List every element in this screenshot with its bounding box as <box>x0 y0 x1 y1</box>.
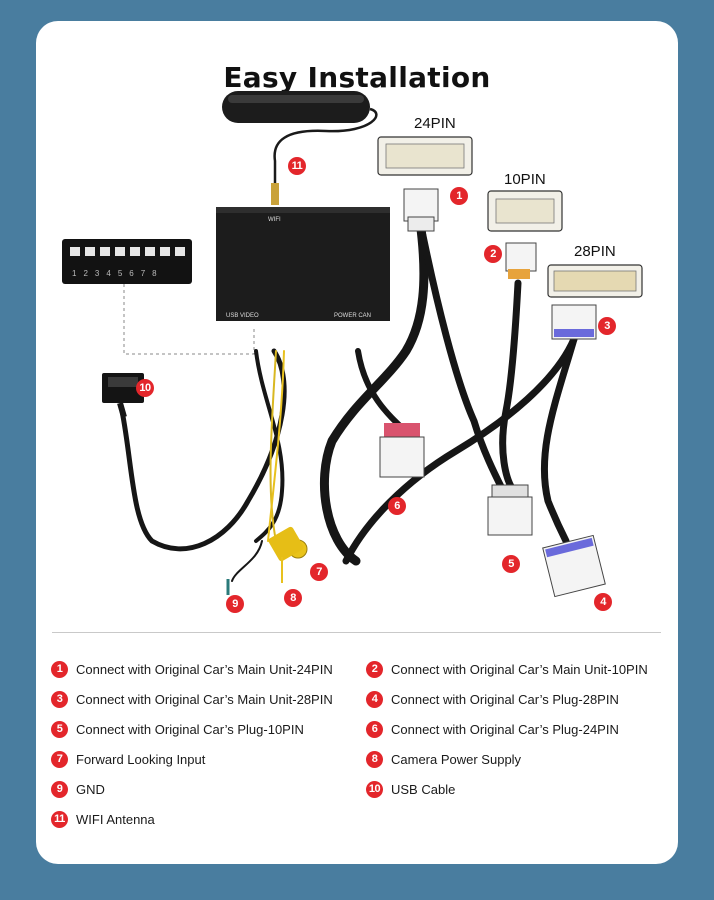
dip-number: 1 <box>72 269 84 278</box>
badge-7: 7 <box>310 563 328 581</box>
connector-2-plug <box>505 242 537 279</box>
legend-text: WIFI Antenna <box>76 811 155 827</box>
legend-text: GND <box>76 781 105 797</box>
page-title: Easy Installation <box>223 61 491 94</box>
legend-item: 1 Connect with Original Car’s Main Unit-… <box>51 659 333 679</box>
legend-text: Connect with Original Car’s Plug-28PIN <box>391 691 619 707</box>
label-10pin: 10PIN <box>504 171 546 188</box>
dip-numbers: 12345678 <box>72 269 164 278</box>
badge-4: 4 <box>594 593 612 611</box>
legend-item: 5 Connect with Original Car’s Plug-10PIN <box>51 719 304 739</box>
connector-5-plug <box>487 484 533 536</box>
legend-item: 11 WIFI Antenna <box>51 809 155 829</box>
label-28pin: 28PIN <box>574 243 616 260</box>
dip-number: 4 <box>106 269 118 278</box>
badge-10: 10 <box>136 379 154 397</box>
wifi-antenna <box>222 91 378 205</box>
connector-24pin-face <box>377 136 473 176</box>
legend-number: 7 <box>51 750 68 768</box>
label-24pin: 24PIN <box>414 115 456 132</box>
rca-yellow <box>268 526 308 583</box>
wiring-diagram <box>62 91 643 598</box>
legend-item: 3 Connect with Original Car’s Main Unit-… <box>51 689 333 709</box>
legend-item: 7 Forward Looking Input <box>51 749 205 769</box>
connector-1-plug <box>403 188 439 232</box>
wifi-label: WIFI <box>268 217 281 223</box>
divider <box>52 632 661 633</box>
interface-box <box>216 207 390 321</box>
legend-number: 5 <box>51 720 68 738</box>
connector-3-plug <box>551 304 597 340</box>
connector-4-plug <box>542 534 606 598</box>
dip-number: 3 <box>94 269 107 278</box>
legend-text: Forward Looking Input <box>76 751 206 767</box>
legend-number: 11 <box>51 810 68 828</box>
dip-number: 8 <box>152 269 164 278</box>
legend-number: 2 <box>366 660 383 678</box>
badge-8: 8 <box>284 589 302 607</box>
legend-text: Connect with Original Car’s Plug-10PIN <box>76 721 304 737</box>
legend-number: 10 <box>366 780 383 798</box>
dip-number: 5 <box>117 269 130 278</box>
legend-number: 6 <box>366 720 383 738</box>
connector-10pin-face <box>487 190 563 232</box>
dip-switch <box>62 239 192 284</box>
usb-video-label: USB VIDEO <box>226 313 259 319</box>
legend-text: USB Cable <box>391 781 456 797</box>
dip-number: 7 <box>140 269 153 278</box>
dip-number: 6 <box>129 269 141 278</box>
legend-number: 4 <box>366 690 383 708</box>
legend-item: 2 Connect with Original Car’s Main Unit-… <box>366 659 648 679</box>
legend-number: 9 <box>51 780 68 798</box>
legend-number: 3 <box>51 690 68 708</box>
connector-6-plug <box>379 423 425 478</box>
legend-text: Camera Power Supply <box>391 751 522 767</box>
connector-28pin-face <box>547 264 643 298</box>
legend-number: 8 <box>366 750 383 768</box>
legend-item: 4 Connect with Original Car’s Plug-28PIN <box>366 689 619 709</box>
badge-5: 5 <box>502 555 520 573</box>
card: Easy Installation <box>36 21 678 864</box>
badge-9: 9 <box>226 595 244 613</box>
dip-number: 2 <box>83 269 95 278</box>
legend-text: Connect with Original Car’s Plug-24PIN <box>391 721 619 737</box>
badge-6: 6 <box>388 497 406 515</box>
legend-item: 8 Camera Power Supply <box>366 749 521 769</box>
badge-3: 3 <box>598 317 616 335</box>
legend-item: 6 Connect with Original Car’s Plug-24PIN <box>366 719 619 739</box>
legend-item: 10 USB Cable <box>366 779 455 799</box>
legend-text: Connect with Original Car’s Main Unit-24… <box>76 661 333 677</box>
usb-plug <box>102 373 144 418</box>
legend-text: Connect with Original Car’s Main Unit-10… <box>391 661 648 677</box>
power-can-label: POWER CAN <box>334 313 372 319</box>
badge-1: 1 <box>450 187 468 205</box>
badge-2: 2 <box>484 245 502 263</box>
legend-item: 9 GND <box>51 779 105 799</box>
legend-number: 1 <box>51 660 68 678</box>
badge-11: 11 <box>288 157 306 175</box>
legend-text: Connect with Original Car’s Main Unit-28… <box>76 691 333 707</box>
